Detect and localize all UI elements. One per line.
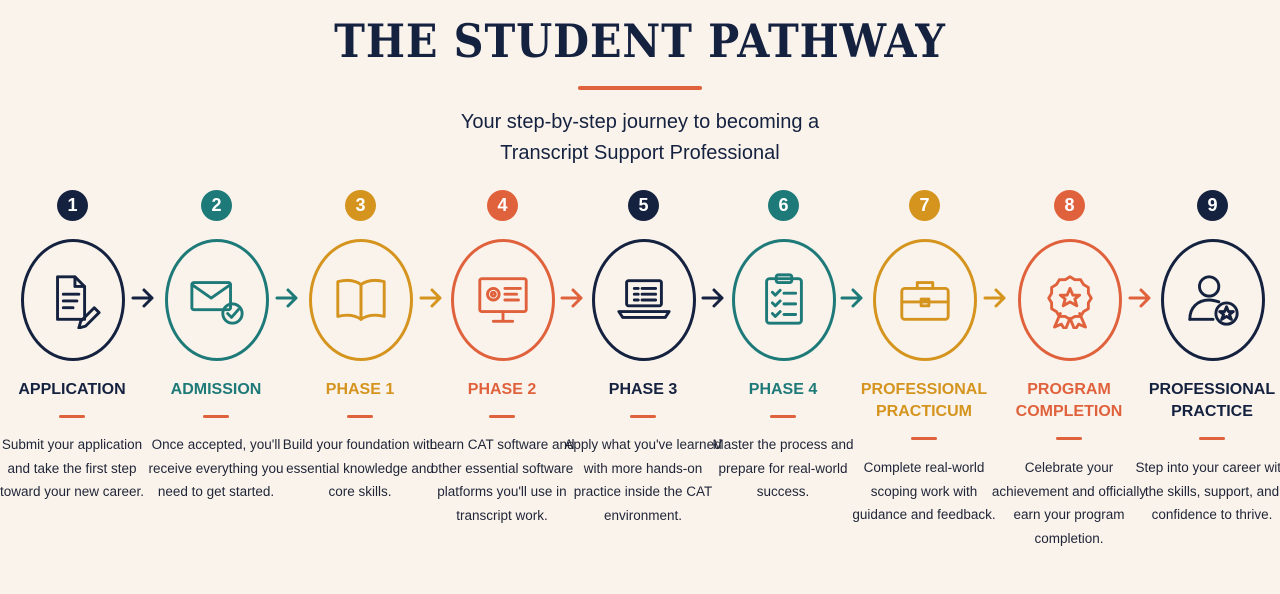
step-label-line-1: PROFESSIONAL bbox=[860, 381, 988, 398]
step-icon-circle bbox=[309, 239, 413, 361]
step-description: Build your foundation with essential kno… bbox=[282, 437, 438, 499]
step-number-badge: 5 bbox=[628, 190, 659, 221]
subtitle-line-2: Transcript Support Professional bbox=[500, 142, 780, 164]
step-number-badge: 7 bbox=[909, 190, 940, 221]
step-number-badge: 2 bbox=[201, 190, 232, 221]
arrow-right-icon bbox=[701, 288, 724, 308]
clipboard-checklist-icon bbox=[765, 273, 803, 325]
step-label: PROFESSIONAL PRACTICUM bbox=[842, 379, 1006, 423]
arrow-right-icon bbox=[131, 288, 154, 308]
step-number-badge: 9 bbox=[1197, 190, 1228, 221]
step-label-line-1: APPLICATION bbox=[18, 381, 126, 398]
step-description: Learn CAT software and other essential s… bbox=[429, 437, 575, 523]
step-number-badge: 4 bbox=[487, 190, 518, 221]
step-label: PHASE 2 bbox=[420, 379, 584, 401]
arrow-right-icon bbox=[560, 288, 583, 308]
step-underline bbox=[630, 415, 656, 418]
step-label-line-1: PHASE 3 bbox=[608, 381, 678, 398]
step-icon-circle bbox=[732, 239, 836, 361]
step-label: ADMISSION bbox=[134, 379, 298, 401]
subtitle-line-1: Your step-by-step journey to becoming a bbox=[460, 111, 820, 133]
step-label-line-2: PRACTICE bbox=[1171, 403, 1253, 420]
envelope-check-icon bbox=[190, 281, 244, 325]
user-star-icon bbox=[1188, 275, 1239, 326]
step-description: Celebrate your achievement and officiall… bbox=[991, 460, 1147, 546]
arrow-right-icon bbox=[983, 288, 1006, 308]
step-description: Once accepted, you'll receive everything… bbox=[148, 437, 284, 499]
step-label: PROFESSIONAL PRACTICE bbox=[1130, 379, 1280, 423]
step-label-line-1: PHASE 2 bbox=[467, 381, 537, 398]
arrow-right-icon bbox=[1128, 288, 1151, 308]
step-number-badge: 6 bbox=[768, 190, 799, 221]
step-underline bbox=[770, 415, 796, 418]
page-title: THE STUDENT PATHWAY bbox=[334, 14, 946, 68]
step-icon-circle bbox=[21, 239, 125, 361]
step-description: Complete real-world scoping work with gu… bbox=[852, 460, 996, 522]
step-number-badge: 1 bbox=[57, 190, 88, 221]
arrow-right-icon bbox=[275, 288, 298, 308]
arrow-right-icon bbox=[419, 288, 442, 308]
step-underline bbox=[203, 415, 229, 418]
step-icon-circle bbox=[592, 239, 696, 361]
step-icon-circle bbox=[451, 239, 555, 361]
step-icon-circle bbox=[1018, 239, 1122, 361]
step-label-line-1: ADMISSION bbox=[170, 381, 262, 398]
arrow-right-icon bbox=[840, 288, 863, 308]
step-label-line-1: PROFESSIONAL bbox=[1148, 381, 1276, 398]
step-description: Step into your career with the skills, s… bbox=[1135, 460, 1280, 522]
step-label-line-2: PRACTICUM bbox=[876, 403, 972, 420]
step-icon-circle bbox=[873, 239, 977, 361]
monitor-gear-icon bbox=[478, 277, 528, 323]
step-icon-circle bbox=[1161, 239, 1265, 361]
step-label: PROGRAM COMPLETION bbox=[987, 379, 1151, 423]
award-ribbon-icon bbox=[1047, 275, 1093, 329]
step-underline bbox=[347, 415, 373, 418]
step-label-line-1: PROGRAM bbox=[1027, 381, 1111, 398]
step-number-badge: 8 bbox=[1054, 190, 1085, 221]
step-underline bbox=[489, 415, 515, 418]
document-pen-icon bbox=[56, 275, 101, 329]
briefcase-icon bbox=[900, 281, 950, 321]
step-label-line-2: COMPLETION bbox=[1015, 403, 1123, 420]
open-book-icon bbox=[336, 278, 386, 321]
step-description: Submit your application and take the fir… bbox=[0, 437, 145, 499]
step-description: Master the process and prepare for real-… bbox=[712, 437, 854, 499]
title-underline bbox=[578, 86, 702, 90]
step-underline bbox=[59, 415, 85, 418]
step-label: APPLICATION bbox=[0, 379, 154, 401]
step-number-badge: 3 bbox=[345, 190, 376, 221]
step-icon-circle bbox=[165, 239, 269, 361]
step-label: PHASE 3 bbox=[561, 379, 725, 401]
step-label: PHASE 4 bbox=[701, 379, 865, 401]
step-underline bbox=[1199, 437, 1225, 440]
step-description: Apply what you've learned with more hand… bbox=[564, 437, 722, 523]
step-underline bbox=[1056, 437, 1082, 440]
step-label: PHASE 1 bbox=[278, 379, 442, 401]
laptop-icon bbox=[617, 279, 671, 319]
step-label-line-1: PHASE 1 bbox=[325, 381, 395, 398]
step-underline bbox=[911, 437, 937, 440]
step-label-line-1: PHASE 4 bbox=[748, 381, 818, 398]
